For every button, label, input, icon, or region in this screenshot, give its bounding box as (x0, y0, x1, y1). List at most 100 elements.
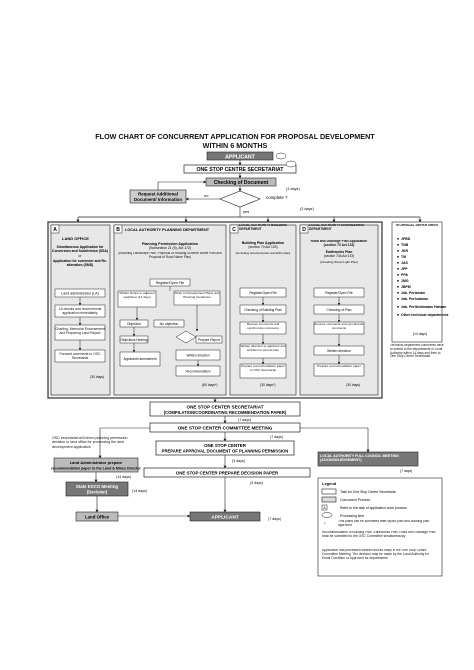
column-b-sub3: (Including Landscape Plan, Proposal of H… (118, 252, 222, 259)
oscs-label: ONE STOP CENTRE SECRETARIAT (197, 167, 285, 173)
tech-list-bullet (397, 297, 399, 300)
svg-text:A: A (323, 506, 326, 510)
request-additional-label-2: Document/ Information (134, 197, 182, 202)
b-step8-label: Applicant's amendment (123, 357, 156, 361)
tech-list-item: Jab. Perikhidmatan Haiwan (401, 305, 446, 309)
days-3: (3 days) (232, 459, 245, 463)
a-step3-label: Charting, Memorial Endorsement and Prepa… (55, 326, 105, 335)
no-label: no (204, 193, 209, 198)
column-d-sub1: Road and Drainage Plan Application (sect… (310, 240, 368, 247)
tech-list-bullet (397, 267, 399, 270)
tech-list-bullet (397, 237, 399, 240)
column-b-letter: B (116, 227, 120, 233)
legend-note2: Application that processed cleared shoul… (322, 549, 430, 560)
decision-box (143, 467, 311, 478)
tech-list-bullet (397, 261, 399, 264)
days-1: (1 days) (286, 187, 300, 191)
prepare-label-1: ONE STOP CENTER (204, 443, 247, 448)
checking-label: Checking of Document (214, 180, 269, 186)
tech-list-item: JPP (401, 267, 408, 271)
land-admin-label-2: recommendation paper to the Land & Mines… (51, 467, 141, 471)
technical-department-note: Technical department comments have to su… (390, 344, 444, 359)
applicant-top-label: APPLICANT (225, 154, 256, 160)
exco-days: (14 days) (132, 489, 147, 493)
column-c-sub3: (Including structural plan and ESC plan) (236, 251, 291, 255)
legend-title: Legend (322, 481, 337, 486)
b-step7-label: Prepare Report (198, 338, 220, 342)
b-step10-label: Recommendation (186, 370, 211, 374)
yes-label: yes (243, 209, 249, 214)
a-step4-label: Forward comments to OSC Secretariat (59, 351, 101, 360)
column-d-sub3: (section 70A Act 133) (324, 254, 354, 258)
prepare-label-2: PREPARE APPROVAL DOCUMENT OF PLANNING PE… (162, 449, 289, 454)
chart-title: FLOW CHART OF CONCURRENT APPLICATION FOR… (95, 132, 375, 141)
la-full-council-days: (7 days) (400, 469, 412, 473)
column-a-sub1: Simultaneous Application for (57, 245, 105, 249)
a-days: (30 days) (90, 375, 104, 379)
la-full-council-label: LOCAL AUTHORITY FULL COUNCIL MEETING (AC… (320, 454, 399, 463)
column-b-sub1: Planning Permission Application (142, 242, 198, 246)
tech-list-item: JBPM (401, 285, 411, 289)
d-step4-label: Written direction (327, 349, 351, 353)
column-a-title: LAND OFFICE (62, 236, 89, 241)
legend-item5: This plans can be submitted after layout… (338, 520, 430, 527)
legend-item2: Concurrent Process (340, 498, 370, 502)
exco-label-2: (Decision) (87, 490, 108, 495)
column-c-sub1: Building Plan Application (242, 241, 284, 245)
column-a-or: or (78, 254, 82, 258)
c-step4-label: Written direction to applicant and archi… (240, 344, 286, 352)
d-days: (30 days) (346, 383, 360, 387)
d-step1-label: Register/Open File (325, 291, 353, 295)
time-oval (275, 152, 287, 160)
chart-subtitle: WITHIN 6 MONTHS (202, 141, 268, 150)
oscs2-label: ONE STOP CENTER SECRETARIAT (187, 405, 264, 410)
tech-list-bullet (397, 255, 399, 258)
complete-label: complete ? (266, 195, 288, 200)
svg-text:*: * (324, 521, 326, 526)
column-d-letter: D (302, 227, 306, 233)
days-7c: (7 days) (268, 517, 281, 521)
c-step1-label: Register/Open File (249, 291, 277, 295)
c-step2-label: Checking of Building Plan (244, 308, 282, 312)
land-office-label: Land Office (85, 515, 110, 520)
b-step5-label: No objection (160, 322, 179, 326)
column-a-letter: A (53, 227, 57, 233)
d-step3-label: Receive comments and synchronize comment… (314, 322, 364, 330)
tech-list-item: JAS (401, 261, 408, 265)
tech-list-bullet (397, 313, 399, 316)
a-step2-label: LA checks and recommends application imm… (58, 306, 102, 315)
land-office-box (75, 511, 119, 522)
legend-note1: Recommendation of Building Plan, Earthwo… (322, 531, 436, 538)
committee-label: ONE STOP CENTER COMMITTEE MEETING (178, 426, 273, 431)
a-step1-label: Land administrator (LA) (61, 292, 99, 296)
tech-list-item: Jab. Perhutanan (401, 297, 428, 301)
tech-list-bullet (397, 273, 399, 276)
tech-list-item: JKR (401, 249, 408, 253)
b-step3-label: Refer to Development Plans and Planning … (174, 291, 220, 299)
land-admin-days: (14 days) (116, 475, 131, 479)
c-days: (30 days*) (260, 383, 275, 387)
tech-list-bullet (397, 249, 399, 252)
legend-item3: Refer to the task of application work pr… (340, 506, 407, 510)
column-a-sub2: Conversion and Subdivision (SSA) (52, 249, 108, 253)
tech-list-bullet (397, 291, 399, 294)
osc-note: OSC secretariat will inform planning per… (52, 436, 128, 449)
tech-list-bullet (397, 285, 399, 288)
tech-list-item: TM (401, 255, 406, 259)
tech-list-item: JMG (401, 279, 409, 283)
tech-list-item: Other technical departments (401, 313, 449, 317)
tech-list-item: JPBD (401, 237, 411, 241)
days-3b: (3 days) (250, 481, 263, 485)
tech-list-bullet (397, 305, 399, 308)
technical-department-title: TECHNICAL DEPARTMENT (395, 224, 439, 227)
d-step5-label: Prepare recommendation paper (317, 364, 361, 368)
days-2: (2 days) (300, 207, 314, 211)
b-step4-label: Objection (127, 322, 141, 326)
column-a-sub3: Application for surrender and Re- (53, 259, 107, 263)
column-b-title: LOCAL AUTHORITY PLANNING DEPARTMENT (125, 228, 210, 232)
legend-item4: Processing time (340, 514, 364, 518)
column-d-title: LOCAL AUTHORITY ENGINEERING DEPARTMENT (309, 224, 365, 231)
complete-decision (219, 190, 261, 208)
